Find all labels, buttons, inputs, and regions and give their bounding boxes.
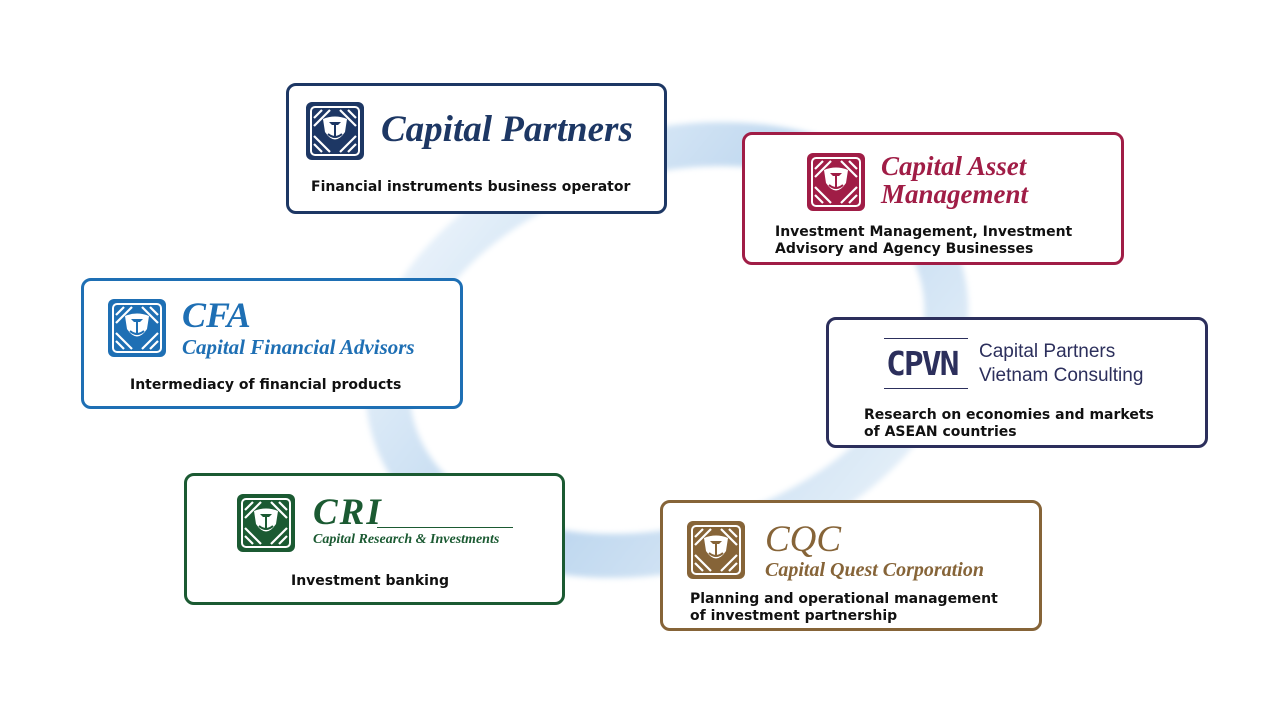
card-capital-partners: Capital Partners Financial instruments b…: [286, 83, 667, 214]
company-name: Capital Partners: [381, 109, 633, 150]
company-description: Investment banking: [291, 573, 449, 589]
company-description: Planning and operational management of i…: [690, 591, 998, 624]
company-description: Research on economies and markets of ASE…: [864, 407, 1154, 440]
company-description: Intermediacy of financial products: [130, 377, 402, 393]
company-abbr: CRI: [313, 492, 383, 533]
company-name-line2: Vietnam Consulting: [979, 365, 1144, 386]
company-name: Capital Quest Corporation: [765, 559, 984, 581]
card-cri: CRI Capital Research & Investments Inves…: [184, 473, 565, 605]
company-abbr: CFA: [182, 295, 251, 335]
company-name-line2: Management: [881, 179, 1029, 209]
rule-bottom: [884, 388, 968, 389]
card-cfa: CFA Capital Financial Advisors Intermedi…: [81, 278, 463, 409]
lion-emblem-icon: [304, 100, 366, 162]
company-name-line1: Capital Partners: [979, 341, 1116, 362]
card-capital-asset-management: Capital Asset Management Investment Mana…: [742, 132, 1124, 265]
lion-emblem-icon: [106, 297, 168, 359]
card-cpvn: CPVN Capital Partners Vietnam Consulting…: [826, 317, 1208, 448]
company-name: Capital Research & Investments: [313, 532, 500, 547]
company-name-line1: Capital Asset: [881, 151, 1027, 181]
card-cqc: CQC Capital Quest Corporation Planning a…: [660, 500, 1042, 631]
rule-top: [884, 338, 968, 339]
lion-emblem-icon: [685, 519, 747, 581]
company-description: Financial instruments business operator: [311, 179, 631, 195]
lion-emblem-icon: [235, 492, 297, 554]
company-abbr: CPVN: [886, 344, 959, 383]
rule: [377, 527, 513, 528]
lion-emblem-icon: [805, 151, 867, 213]
company-abbr: CQC: [765, 519, 842, 560]
company-description: Investment Management, Investment Adviso…: [775, 224, 1073, 257]
company-name: Capital Financial Advisors: [182, 335, 415, 359]
